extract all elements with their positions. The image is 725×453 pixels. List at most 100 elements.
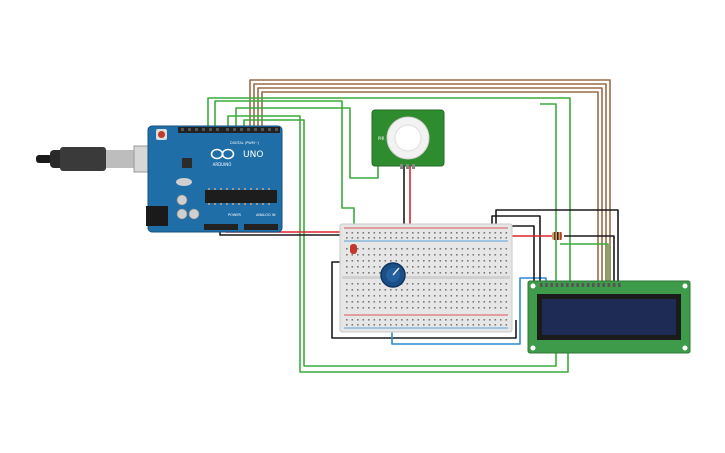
breadboard-hole bbox=[417, 301, 420, 303]
breadboard-hole bbox=[401, 324, 403, 326]
arduino-logo-icon bbox=[210, 148, 235, 160]
breadboard-hole bbox=[351, 237, 354, 239]
breadboard-hole bbox=[379, 307, 381, 309]
breadboard-hole bbox=[368, 307, 370, 309]
breadboard-hole bbox=[483, 272, 486, 274]
breadboard-hole bbox=[461, 295, 464, 297]
breadboard-hole bbox=[472, 301, 475, 303]
breadboard-hole bbox=[505, 319, 508, 321]
breadboard-hole bbox=[346, 307, 348, 309]
breadboard-hole bbox=[395, 232, 398, 234]
breadboard-hole bbox=[456, 272, 458, 274]
breadboard-hole bbox=[472, 283, 475, 285]
breadboard-hole bbox=[467, 307, 469, 309]
breadboard-hole bbox=[505, 260, 508, 262]
breadboard-hole bbox=[362, 295, 365, 297]
breadboard-hole bbox=[439, 237, 442, 239]
breadboard-hole bbox=[368, 248, 370, 250]
breadboard-hole bbox=[489, 307, 491, 309]
breadboard-hole bbox=[412, 254, 414, 256]
breadboard-hole bbox=[505, 232, 508, 234]
breadboard-hole bbox=[379, 283, 381, 285]
breadboard-hole bbox=[417, 283, 420, 285]
breadboard-hole bbox=[500, 260, 502, 262]
breadboard-hole bbox=[461, 283, 464, 285]
breadboard-hole bbox=[439, 324, 442, 326]
lcd-pin bbox=[612, 283, 616, 287]
breadboard-hole bbox=[346, 260, 348, 262]
breadboard-hole bbox=[423, 289, 425, 291]
breadboard-hole bbox=[472, 307, 475, 309]
breadboard-hole bbox=[445, 254, 447, 256]
breadboard-hole bbox=[379, 237, 381, 239]
breadboard-hole bbox=[368, 237, 370, 239]
usb-cable-tail bbox=[36, 155, 52, 163]
breadboard-hole bbox=[500, 289, 502, 291]
breadboard-hole bbox=[461, 307, 464, 309]
breadboard-hole bbox=[406, 232, 409, 234]
breadboard-hole bbox=[472, 248, 475, 250]
red-led-body bbox=[350, 244, 357, 254]
breadboard-hole bbox=[373, 295, 376, 297]
breadboard-hole bbox=[434, 295, 436, 297]
breadboard-hole bbox=[505, 283, 508, 285]
breadboard-hole bbox=[489, 324, 491, 326]
breadboard-hole bbox=[395, 237, 398, 239]
breadboard-hole bbox=[417, 237, 420, 239]
breadboard-hole bbox=[395, 248, 398, 250]
breadboard-hole bbox=[390, 289, 392, 291]
breadboard-hole bbox=[467, 295, 469, 297]
breadboard-hole bbox=[456, 283, 458, 285]
breadboard-hole bbox=[406, 324, 409, 326]
breadboard-hole bbox=[346, 237, 348, 239]
breadboard-hole bbox=[379, 289, 381, 291]
breadboard-hole bbox=[395, 319, 398, 321]
breadboard-hole bbox=[412, 260, 414, 262]
breadboard-hole bbox=[450, 319, 453, 321]
breadboard-hole bbox=[351, 232, 354, 234]
breadboard-hole bbox=[351, 266, 354, 268]
breadboard-hole bbox=[478, 324, 480, 326]
breadboard-hole bbox=[428, 254, 431, 256]
breadboard-hole bbox=[461, 266, 464, 268]
breadboard-hole bbox=[428, 295, 431, 297]
wire-resistor-lcd bbox=[564, 235, 615, 282]
wire-green-pir bbox=[214, 100, 355, 246]
wire-blue-pot bbox=[391, 277, 547, 345]
breadboard-hole bbox=[368, 295, 370, 297]
breadboard-hole bbox=[346, 248, 348, 250]
breadboard-hole bbox=[428, 289, 431, 291]
breadboard-hole bbox=[461, 319, 464, 321]
breadboard-hole bbox=[406, 254, 409, 256]
breadboard-hole bbox=[412, 319, 414, 321]
breadboard-hole bbox=[439, 307, 442, 309]
breadboard-hole bbox=[351, 301, 354, 303]
breadboard-hole bbox=[456, 260, 458, 262]
breadboard-hole bbox=[357, 266, 359, 268]
breadboard-hole bbox=[390, 254, 392, 256]
lcd-pin bbox=[592, 283, 595, 287]
breadboard-hole bbox=[483, 254, 486, 256]
breadboard-hole bbox=[357, 254, 359, 256]
breadboard-hole bbox=[439, 248, 442, 250]
breadboard-hole bbox=[390, 307, 392, 309]
breadboard-hole bbox=[478, 289, 480, 291]
breadboard-hole bbox=[423, 283, 425, 285]
breadboard-hole bbox=[362, 319, 365, 321]
breadboard-hole bbox=[489, 260, 491, 262]
wire-brown-4 bbox=[261, 91, 599, 282]
breadboard-hole bbox=[483, 266, 486, 268]
breadboard-hole bbox=[461, 248, 464, 250]
breadboard-hole bbox=[494, 307, 497, 309]
breadboard-hole bbox=[417, 324, 420, 326]
breadboard-hole bbox=[406, 289, 409, 291]
breadboard-hole bbox=[461, 254, 464, 256]
breadboard-hole bbox=[346, 295, 348, 297]
breadboard-hole bbox=[428, 307, 431, 309]
breadboard-hole bbox=[395, 254, 398, 256]
breadboard-hole bbox=[494, 248, 497, 250]
breadboard-hole bbox=[450, 307, 453, 309]
breadboard-hole bbox=[445, 232, 447, 234]
breadboard-hole bbox=[406, 283, 409, 285]
wire-green-lcd-pin bbox=[560, 243, 609, 282]
